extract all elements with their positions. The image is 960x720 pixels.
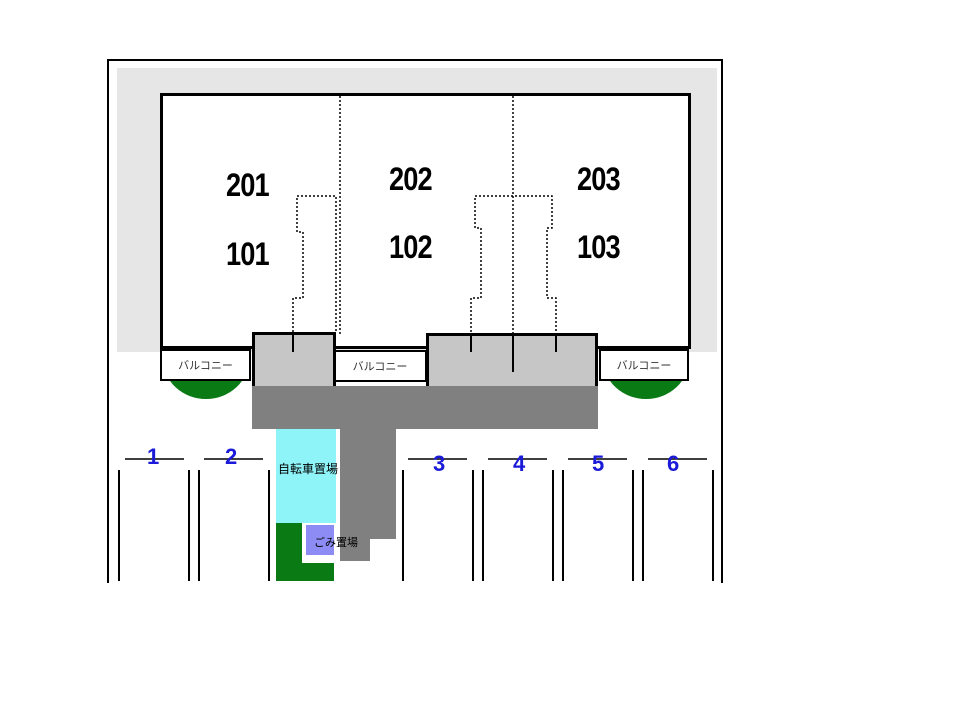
balcony-right: バルコニー bbox=[599, 349, 689, 381]
parking-space-4: 4 bbox=[513, 451, 526, 476]
garbage-area-label: ごみ置場 bbox=[314, 537, 358, 549]
parking-space-5: 5 bbox=[592, 451, 605, 476]
building bbox=[160, 93, 691, 349]
balcony-middle: バルコニー bbox=[333, 350, 427, 382]
stair-outline-right bbox=[470, 195, 557, 332]
bicycle-parking-area bbox=[276, 429, 336, 523]
driveway-vertical bbox=[340, 429, 396, 539]
parking-space-2: 2 bbox=[225, 444, 238, 469]
room-203: 203 bbox=[577, 161, 621, 197]
parking-space-6: 6 bbox=[667, 451, 680, 476]
room-103: 103 bbox=[577, 229, 621, 265]
balcony-left: バルコニー bbox=[160, 349, 251, 381]
room-201: 201 bbox=[226, 167, 270, 203]
driveway-horizontal bbox=[252, 386, 598, 429]
parking-space-3: 3 bbox=[433, 451, 446, 476]
room-102: 102 bbox=[389, 229, 433, 265]
parking-space-1: 1 bbox=[147, 444, 160, 469]
site-boundary bbox=[107, 59, 723, 583]
garbage-area bbox=[306, 525, 334, 555]
stair-outline-left bbox=[292, 195, 337, 332]
driveway-lower bbox=[340, 539, 370, 561]
bicycle-parking-label: 自転車置場 bbox=[278, 462, 339, 476]
room-202: 202 bbox=[389, 161, 433, 197]
room-101: 101 bbox=[226, 236, 270, 272]
